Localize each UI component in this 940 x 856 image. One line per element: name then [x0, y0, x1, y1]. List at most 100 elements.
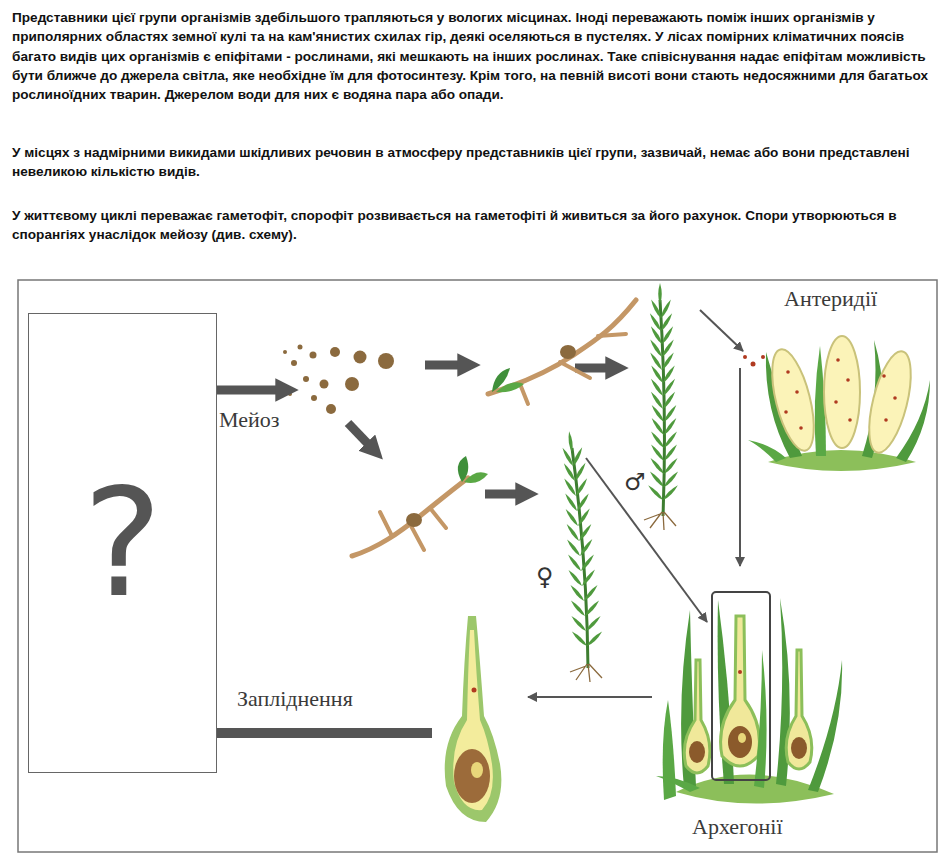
- leaf: [561, 447, 575, 467]
- stage-arrows: [196, 365, 610, 733]
- thick-arrow: [348, 423, 370, 446]
- leaf: [564, 493, 579, 512]
- thin-arrow: [586, 458, 707, 622]
- leaf: [583, 584, 599, 602]
- archegonium-cavity: [453, 630, 493, 810]
- egg-nucleus: [738, 733, 746, 743]
- leaf: [570, 615, 587, 633]
- spore: [326, 404, 336, 414]
- leaf: [648, 312, 662, 332]
- sperm-cell: [834, 400, 838, 404]
- sperm-cell: [893, 396, 897, 400]
- leaf: [570, 599, 587, 617]
- antheridia-cluster: [748, 336, 930, 471]
- leaf: [565, 523, 580, 542]
- spore: [311, 395, 317, 401]
- spore: [283, 350, 287, 354]
- leaf: [579, 538, 594, 557]
- thin-arrow: [528, 696, 652, 698]
- sperm-cell: [761, 355, 765, 359]
- leaf: [564, 508, 579, 527]
- leaf: [649, 470, 666, 488]
- spore: [378, 353, 394, 369]
- zygote-nucleus: [471, 762, 483, 778]
- question-box: ?: [28, 313, 217, 773]
- leaf: [649, 457, 665, 475]
- leaf: [586, 630, 604, 647]
- sex-symbol: ♀: [536, 563, 554, 591]
- spore: [345, 377, 359, 391]
- young-shoot: [496, 382, 524, 392]
- description-paragraph: У життєвому циклі переважає гаметофіт, с…: [12, 206, 934, 245]
- leaf: [663, 457, 679, 475]
- spore: [288, 392, 292, 396]
- thick-arrow: [425, 361, 462, 370]
- zygote-archegonium: [445, 616, 502, 822]
- protonema: [488, 300, 636, 404]
- leaf: [567, 553, 583, 572]
- zygote: [454, 749, 490, 803]
- stage-label: Мейоз: [219, 407, 280, 433]
- leaf: [567, 431, 573, 452]
- leaf: [658, 283, 662, 304]
- rhizoids: [570, 664, 602, 682]
- sperm-cell: [884, 418, 888, 422]
- archegonium-wall: [445, 616, 502, 822]
- leaf: [566, 538, 582, 557]
- protonema: [352, 456, 488, 556]
- leaf: [563, 478, 578, 497]
- egg-cell: [689, 741, 705, 763]
- sperm-cell: [743, 355, 747, 359]
- question-mark: ?: [83, 468, 163, 618]
- male-moss-shoot: [644, 283, 679, 530]
- sex-symbol: ♂: [624, 468, 646, 496]
- leaf: [649, 352, 664, 371]
- sperm-cell: [848, 418, 852, 422]
- leaf: [571, 446, 583, 466]
- description-paragraph: У місцях з надмірними викидами шкідливих…: [12, 143, 934, 182]
- protonema-branch: [380, 508, 446, 550]
- antheridium: [764, 345, 822, 454]
- protonema-bud: [406, 513, 422, 527]
- spore: [298, 345, 303, 350]
- spore: [310, 352, 317, 359]
- leaf: [662, 378, 677, 397]
- leaf: [578, 523, 593, 542]
- protonema-branch: [520, 334, 626, 404]
- spore: [291, 360, 297, 366]
- leaf: [567, 569, 583, 587]
- spore: [354, 351, 367, 364]
- spore: [330, 347, 340, 357]
- leaf: [577, 508, 592, 527]
- protonema-bud: [560, 345, 576, 359]
- sperm-cell: [751, 362, 756, 367]
- leaf: [662, 484, 679, 501]
- sperm-cell: [784, 410, 788, 414]
- thick-arrow: [196, 728, 432, 738]
- leaf: [571, 630, 589, 647]
- leaf: [580, 553, 596, 572]
- leaf: [656, 776, 700, 792]
- young-shoot: [458, 456, 468, 482]
- spore: [303, 376, 309, 382]
- thick-arrow: [485, 490, 520, 499]
- leaf: [748, 440, 786, 462]
- sperm-cell: [846, 378, 850, 382]
- archegonium: [684, 660, 710, 773]
- leaf: [661, 339, 676, 358]
- female-moss-shoot: [561, 431, 603, 682]
- sperm-cell: [795, 390, 799, 394]
- description-paragraph: Представники цієї групи організмів здебі…: [12, 8, 934, 104]
- leaf: [585, 615, 602, 633]
- thin-arrow: [700, 310, 743, 351]
- rhizoids: [644, 512, 676, 530]
- egg-cell: [728, 726, 752, 758]
- sperm-cell: [472, 688, 477, 693]
- leaf: [754, 650, 767, 788]
- antheridium: [824, 336, 860, 448]
- diagram-frame: [18, 280, 937, 852]
- leaf: [574, 477, 588, 497]
- thin-arrow: [739, 368, 741, 566]
- antheridium: [861, 347, 919, 456]
